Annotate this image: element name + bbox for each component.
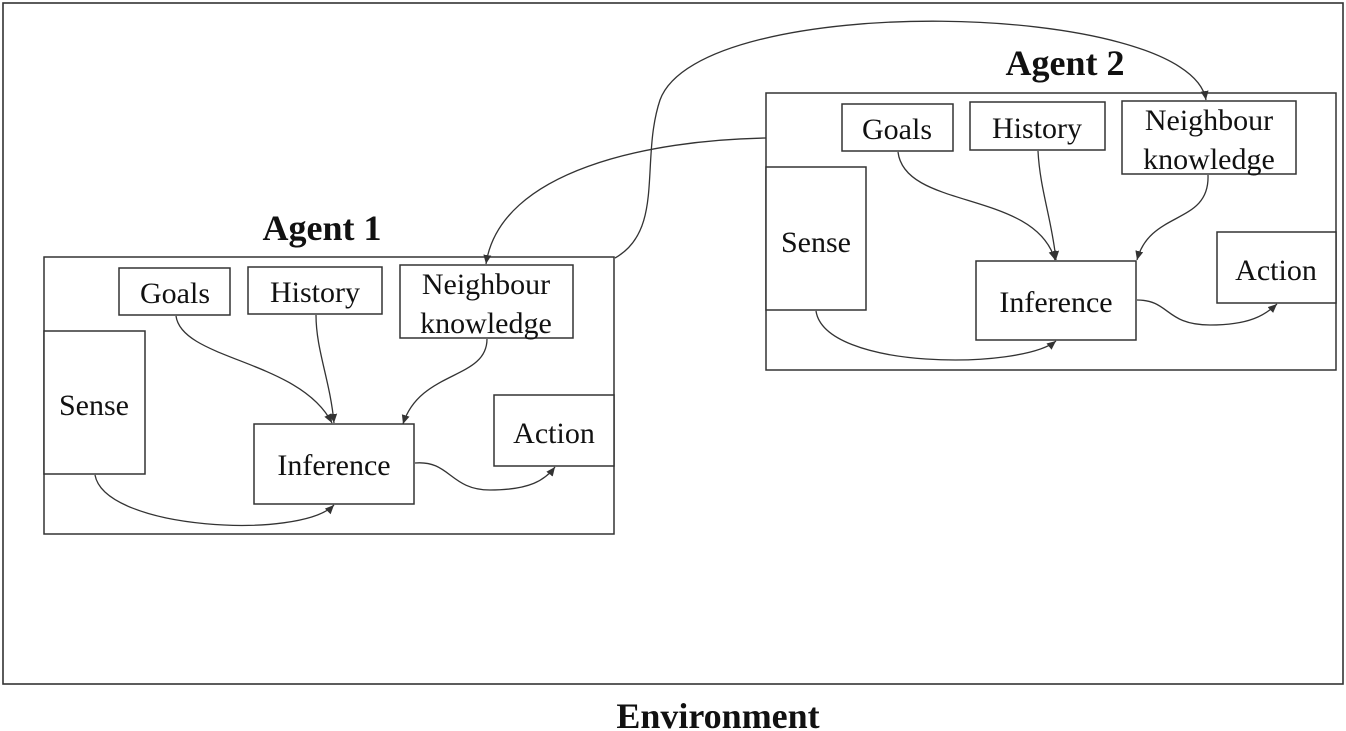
agent-2-sense-label: Sense [781, 226, 851, 259]
agent-2-action-label: Action [1235, 254, 1317, 287]
agent-2-history-label: History [992, 112, 1082, 145]
agent-1-action-label: Action [513, 417, 595, 450]
agent-2-to-agent-1-neighbour-arrow [483, 137, 767, 265]
agent-1-inference-box [253, 423, 415, 505]
agent-1-neighbour-box [399, 264, 574, 339]
agent-2-inference-box [975, 260, 1137, 341]
agent-2-goals-label: Goals [862, 113, 932, 146]
agent-1-goals-label: Goals [140, 277, 210, 310]
agent-1-to-agent-2-neighbour-arrow [614, 20, 1209, 259]
agent-2-inference-to-action-arrow [1136, 299, 1278, 326]
agent-1: Agent 1 Goals History Neighbour knowledg… [43, 208, 615, 535]
agent-1-sense-box [43, 330, 146, 475]
agent-1-neighbour-label-1: Neighbour [422, 268, 550, 301]
agent-2-neighbour-box [1121, 100, 1297, 175]
agent-2-goals-to-inference-arrow [897, 151, 1057, 261]
agent-1-goals-to-inference-arrow [175, 315, 333, 424]
agent-1-sense-to-inference-arrow [94, 474, 335, 527]
environment-label: Environment [616, 696, 819, 731]
agent-2-history-to-inference-arrow [1037, 150, 1060, 261]
agent-2-inference-label: Inference [999, 286, 1112, 319]
agent-1-history-label: History [270, 276, 360, 309]
agent-1-history-to-inference-arrow [315, 314, 338, 424]
agent-1-neighbour-label-2: knowledge [420, 307, 552, 340]
agent-2: Agent 2 Goals History Neighbour knowledg… [765, 43, 1337, 371]
agent-1-inference-to-action-arrow [414, 462, 556, 491]
environment-frame [2, 2, 1344, 685]
agent-2-sense-to-inference-arrow [815, 310, 1057, 361]
agent-1-action-box [493, 394, 615, 467]
agent-1-history-box [247, 266, 383, 315]
agent-2-goals-box [841, 103, 954, 152]
agent-1-inference-label: Inference [277, 449, 390, 482]
agent-2-history-box [969, 101, 1106, 151]
agent-2-neighbour-to-inference-arrow [1135, 174, 1209, 261]
agent-1-goals-box [118, 267, 231, 316]
agent-2-neighbour-label-2: knowledge [1143, 143, 1275, 176]
agent-2-title: Agent 2 [1006, 43, 1125, 83]
agent-1-title: Agent 1 [263, 208, 382, 248]
agent-2-sense-box [765, 166, 867, 311]
agent-2-action-box [1216, 231, 1337, 304]
agent-1-sense-label: Sense [59, 389, 129, 422]
agent-1-neighbour-to-inference-arrow [401, 338, 488, 425]
agent-2-neighbour-label-1: Neighbour [1145, 104, 1273, 137]
